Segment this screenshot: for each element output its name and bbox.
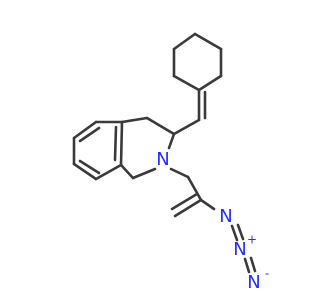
bond <box>173 198 203 218</box>
bond <box>249 256 257 273</box>
bond <box>131 167 157 180</box>
bond <box>230 224 239 242</box>
azide-n3-label: N <box>247 272 260 293</box>
atom-labels: N N N + N - <box>156 149 269 293</box>
ring-nitrogen-label: N <box>156 149 169 170</box>
bond <box>119 120 124 167</box>
azide-n1-label: N <box>219 206 232 227</box>
bond <box>113 125 118 162</box>
bond <box>172 32 197 51</box>
bond <box>172 74 201 92</box>
bond <box>186 175 203 202</box>
azide-n2-label: N <box>233 239 246 260</box>
cyclohexane-ring <box>172 32 223 92</box>
bond <box>170 192 199 211</box>
bond <box>199 198 216 211</box>
bond <box>243 257 251 274</box>
molecule-canvas: N N N + N - <box>72 32 270 293</box>
bond <box>72 120 98 140</box>
benzene-ring <box>72 120 124 181</box>
bond <box>120 116 149 124</box>
bond <box>78 159 101 175</box>
bond <box>94 163 123 181</box>
bond <box>167 132 176 150</box>
exocyclic-double-bond <box>172 88 207 136</box>
azide-n2-charge: + <box>247 233 257 247</box>
bond <box>193 32 223 51</box>
bond <box>169 167 190 179</box>
bond <box>145 116 176 136</box>
bond <box>78 126 101 143</box>
bond <box>172 118 201 136</box>
bond <box>236 223 245 241</box>
bond <box>72 162 98 181</box>
azide-n3-charge: - <box>265 267 269 281</box>
piperidine-ring <box>119 116 176 180</box>
bond <box>119 163 135 180</box>
bond <box>197 74 223 92</box>
structure-diagram: N N N + N - <box>72 32 269 293</box>
azidopropenyl-chain <box>169 167 257 274</box>
